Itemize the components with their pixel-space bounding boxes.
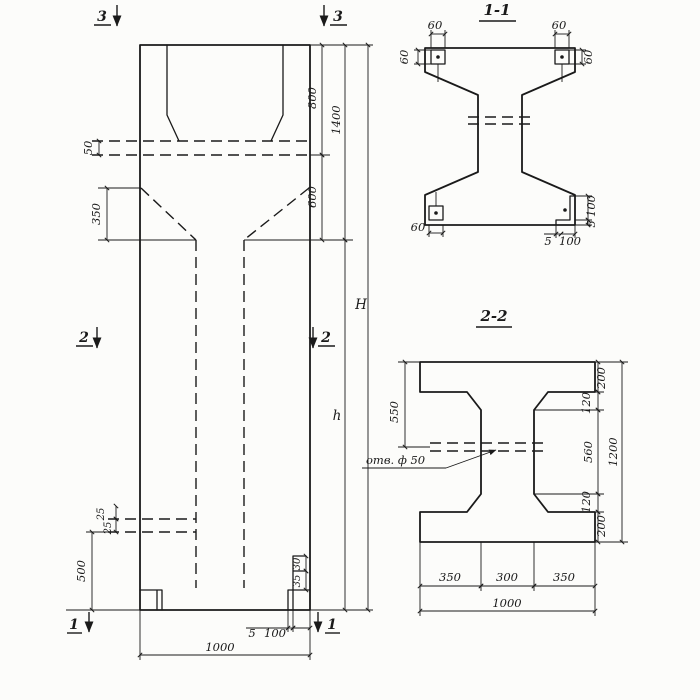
loop-hidden-lines — [108, 518, 196, 533]
section-marker-2-left: 2 — [76, 327, 102, 349]
column-outline — [139, 44, 311, 611]
dim-label-800: 800 — [305, 87, 319, 109]
section-marker-label: 1 — [69, 617, 79, 633]
dim-label-H: H — [354, 297, 367, 313]
dim-label-25a: 25 — [96, 508, 107, 522]
anchor-dot — [563, 208, 567, 212]
column-head-recess — [166, 44, 284, 142]
dim-label-1200: 1200 — [606, 437, 620, 466]
section-marker-label: 1 — [327, 617, 337, 633]
section-marker-3-right: 3 — [319, 5, 347, 27]
base-plate-details — [139, 555, 311, 611]
dim-label-600: 600 — [305, 186, 319, 208]
dim-label-120-top: 120 — [579, 392, 593, 414]
dim-label-5-bottom: 5 — [544, 234, 551, 248]
section-marker-label: 3 — [97, 9, 107, 25]
hole-label: отв. ф 50 — [366, 453, 425, 467]
web-hidden-lines — [195, 240, 245, 588]
dim-label-300: 300 — [496, 570, 518, 584]
dim-label-550: 550 — [387, 401, 401, 423]
section-marker-1-left: 1 — [67, 612, 94, 634]
section-marker-label: 3 — [333, 9, 343, 25]
section-1-1-view: 1-1 60 60 60 — [397, 1, 598, 248]
elevation-view: 800 1400 600 H h 50 350 25 25 500 30 35 … — [66, 5, 373, 660]
dim-label-120-bottom: 120 — [579, 491, 593, 513]
dim-label-200-top: 200 — [594, 367, 608, 390]
dim-label-100: 100 — [264, 626, 286, 640]
web-taper-hidden-lines — [140, 187, 310, 241]
dim-label-350: 350 — [89, 203, 103, 225]
dim-label-500: 500 — [74, 560, 88, 582]
anchor-dot — [560, 55, 564, 59]
section-1-1-outline — [424, 47, 576, 226]
elevation-dimension-lines — [89, 42, 371, 658]
section-1-1-title: 1-1 — [483, 1, 510, 19]
dim-label-5: 5 — [248, 626, 255, 640]
dim-label-35: 35 — [292, 575, 303, 588]
section-marker-label: 2 — [78, 330, 89, 346]
dim-label-60-tr: 60 — [552, 18, 567, 32]
section-1-1-dimension-lines — [415, 31, 591, 237]
dim-label-350-left: 350 — [439, 570, 461, 584]
section-marker-1-right: 1 — [313, 612, 340, 634]
dim-label-60-left: 60 — [397, 50, 411, 65]
hole-callout: отв. ф 50 — [362, 449, 497, 469]
plate-anchors — [437, 64, 563, 82]
dim-label-100-right: 100 — [584, 195, 598, 217]
section-1-1-extension-lines — [414, 30, 592, 238]
section-2-2-outline — [419, 361, 596, 543]
dim-label-60-right: 60 — [581, 50, 595, 65]
section-2-2-title: 2-2 — [479, 307, 507, 325]
section-marker-label: 2 — [320, 330, 331, 346]
dim-label-1000: 1000 — [205, 640, 234, 654]
dim-label-60-tl: 60 — [428, 18, 443, 32]
anchor-dot — [434, 211, 438, 215]
elevation-extension-lines — [66, 44, 373, 660]
dim-label-1000: 1000 — [492, 596, 521, 610]
section-2-2-view: 2-2 отв. ф 50 550 200 120 — [362, 307, 628, 616]
web-hidden-lines — [468, 116, 532, 125]
dim-label-5-right: 5 — [584, 220, 598, 227]
dim-label-560: 560 — [581, 441, 595, 463]
dim-label-100-bottom: 100 — [559, 234, 581, 248]
elevation-dimension-labels: 800 1400 600 H h 50 350 25 25 500 30 35 … — [74, 87, 367, 654]
dim-label-25b: 25 — [103, 522, 114, 536]
dim-label-h: h — [333, 408, 342, 424]
section-marker-2-right: 2 — [308, 327, 335, 349]
anchor-dot — [436, 55, 440, 59]
dim-label-60-bottom: 60 — [411, 220, 426, 234]
section-marker-3-left: 3 — [94, 5, 122, 27]
head-flange-hidden-lines — [92, 140, 310, 156]
hole-hidden-lines — [430, 442, 545, 452]
dim-label-200-bottom: 200 — [594, 515, 608, 538]
section-2-2-dimension-lines — [402, 359, 625, 614]
corner-angle-bottom-right — [555, 195, 576, 226]
hole-leader-line — [445, 449, 497, 469]
dim-label-50: 50 — [81, 141, 95, 156]
dim-label-1400: 1400 — [329, 105, 343, 134]
dim-label-350-right: 350 — [553, 570, 575, 584]
section-1-1-dimension-labels: 60 60 60 60 60 5 100 100 5 — [397, 18, 598, 248]
dim-label-30: 30 — [292, 557, 303, 570]
section-2-2-dimension-labels: 550 200 120 560 1200 120 200 350 300 350… — [387, 367, 620, 610]
